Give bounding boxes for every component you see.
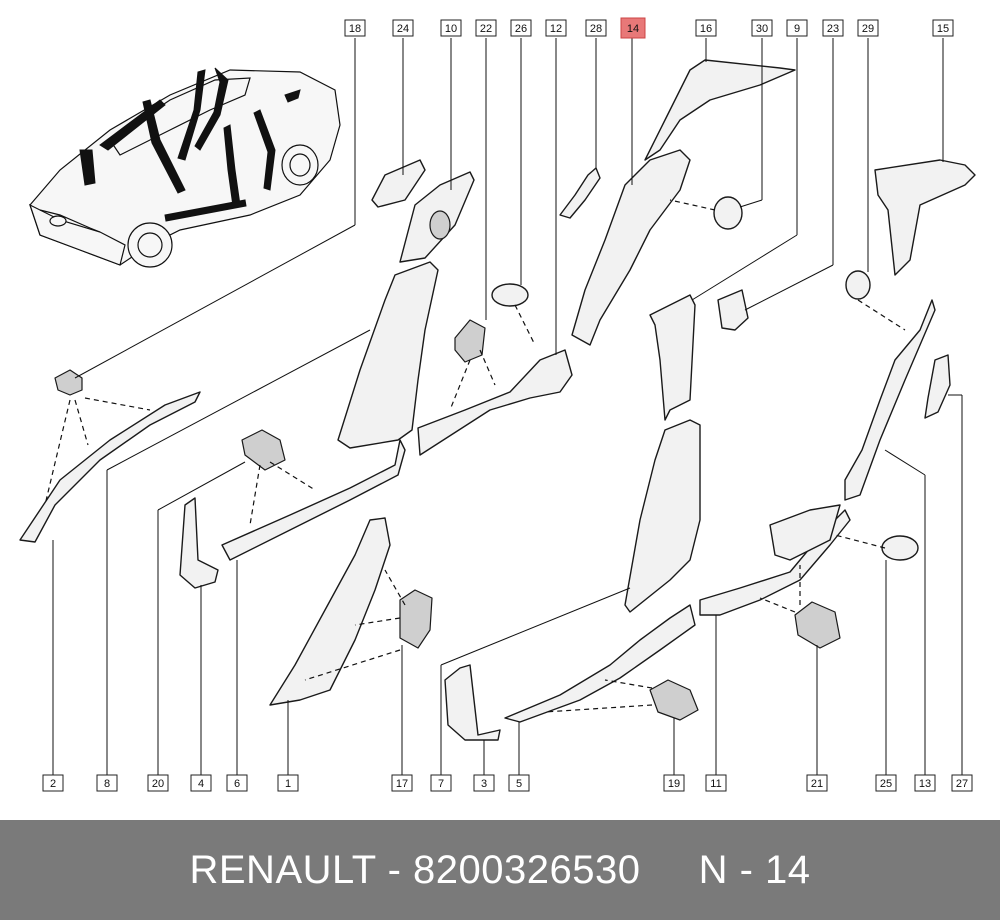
part-11: [699, 509, 851, 616]
svg-text:30: 30: [756, 23, 768, 35]
label-20: 20: [147, 774, 169, 792]
label-30: 30: [751, 19, 773, 37]
part-15: [874, 159, 976, 276]
exploded-parts-diagram: 18 24 10 22 26 12 28 14 16 30 9 23 29 15…: [19, 17, 976, 792]
label-28: 28: [585, 19, 607, 37]
label-29: 29: [857, 19, 879, 37]
label-26: 26: [510, 19, 532, 37]
part-24: [371, 159, 426, 208]
label-1: 1: [277, 774, 299, 792]
part-18: [54, 369, 83, 396]
svg-text:8: 8: [104, 778, 110, 790]
svg-text:21: 21: [811, 778, 823, 790]
label-8: 8: [96, 774, 118, 792]
svg-text:29: 29: [862, 23, 874, 35]
leader-lines: [52, 38, 963, 775]
svg-text:14: 14: [627, 23, 639, 35]
part-number-caption: RENAULT - 8200326530 N - 14: [189, 847, 811, 892]
part-19: [649, 679, 699, 721]
label-10: 10: [440, 19, 462, 37]
part-22: [454, 319, 486, 363]
svg-text:1: 1: [285, 778, 291, 790]
part-9: [649, 294, 696, 421]
svg-text:17: 17: [396, 778, 408, 790]
label-18: 18: [344, 19, 366, 37]
svg-text:19: 19: [668, 778, 680, 790]
part-27: [924, 354, 951, 419]
label-7: 7: [430, 774, 452, 792]
part-14: [571, 149, 691, 346]
part-3: [444, 664, 501, 741]
part-16: [644, 59, 796, 161]
svg-text:9: 9: [794, 23, 800, 35]
svg-text:15: 15: [937, 23, 949, 35]
label-23: 23: [822, 19, 844, 37]
svg-text:23: 23: [827, 23, 839, 35]
label-21: 21: [806, 774, 828, 792]
label-22: 22: [475, 19, 497, 37]
label-11: 11: [705, 774, 727, 792]
part-23: [717, 289, 749, 331]
car-illustration: [28, 67, 341, 268]
label-24: 24: [392, 19, 414, 37]
part-13: [844, 299, 936, 501]
label-12: 12: [545, 19, 567, 37]
label-19: 19: [663, 774, 685, 792]
label-17: 17: [391, 774, 413, 792]
part-10: [399, 171, 475, 263]
dashed-arrows: [44, 199, 906, 713]
svg-text:12: 12: [550, 23, 562, 35]
svg-text:16: 16: [700, 23, 712, 35]
label-3: 3: [473, 774, 495, 792]
label-13: 13: [914, 774, 936, 792]
part-12: [417, 349, 573, 456]
svg-text:28: 28: [590, 23, 602, 35]
label-16: 16: [695, 19, 717, 37]
part-29: [845, 270, 871, 300]
part-28: [559, 167, 601, 219]
part-2: [19, 391, 201, 543]
footer-bar: RENAULT - 8200326530 N - 14: [0, 820, 1000, 920]
part-20: [241, 429, 286, 471]
label-5: 5: [508, 774, 530, 792]
svg-text:10: 10: [445, 23, 457, 35]
svg-text:24: 24: [397, 23, 409, 35]
part-7: [624, 419, 701, 613]
label-25: 25: [875, 774, 897, 792]
svg-text:22: 22: [480, 23, 492, 35]
svg-text:20: 20: [152, 778, 164, 790]
svg-text:4: 4: [198, 778, 204, 790]
svg-text:7: 7: [438, 778, 444, 790]
label-9: 9: [786, 19, 808, 37]
part-6: [221, 439, 406, 561]
label-4: 4: [190, 774, 212, 792]
label-27: 27: [951, 774, 973, 792]
label-6: 6: [226, 774, 248, 792]
svg-text:11: 11: [710, 778, 721, 790]
part-1: [269, 517, 391, 706]
label-14-highlighted: 14: [620, 17, 646, 39]
svg-text:18: 18: [349, 23, 361, 35]
svg-text:5: 5: [516, 778, 522, 790]
part-21: [794, 601, 841, 649]
svg-text:3: 3: [481, 778, 487, 790]
part-4: [179, 497, 219, 589]
part-30: [713, 196, 743, 230]
part-8: [337, 261, 439, 449]
label-2: 2: [42, 774, 64, 792]
part-25: [881, 535, 919, 561]
part-11-panel: [769, 504, 841, 561]
label-15: 15: [932, 19, 954, 37]
svg-text:27: 27: [956, 778, 968, 790]
part-26: [491, 283, 529, 307]
part-17: [399, 589, 433, 649]
svg-text:25: 25: [880, 778, 892, 790]
part-5: [504, 604, 696, 723]
svg-text:26: 26: [515, 23, 527, 35]
svg-text:6: 6: [234, 778, 240, 790]
svg-text:13: 13: [919, 778, 931, 790]
svg-text:2: 2: [50, 778, 56, 790]
